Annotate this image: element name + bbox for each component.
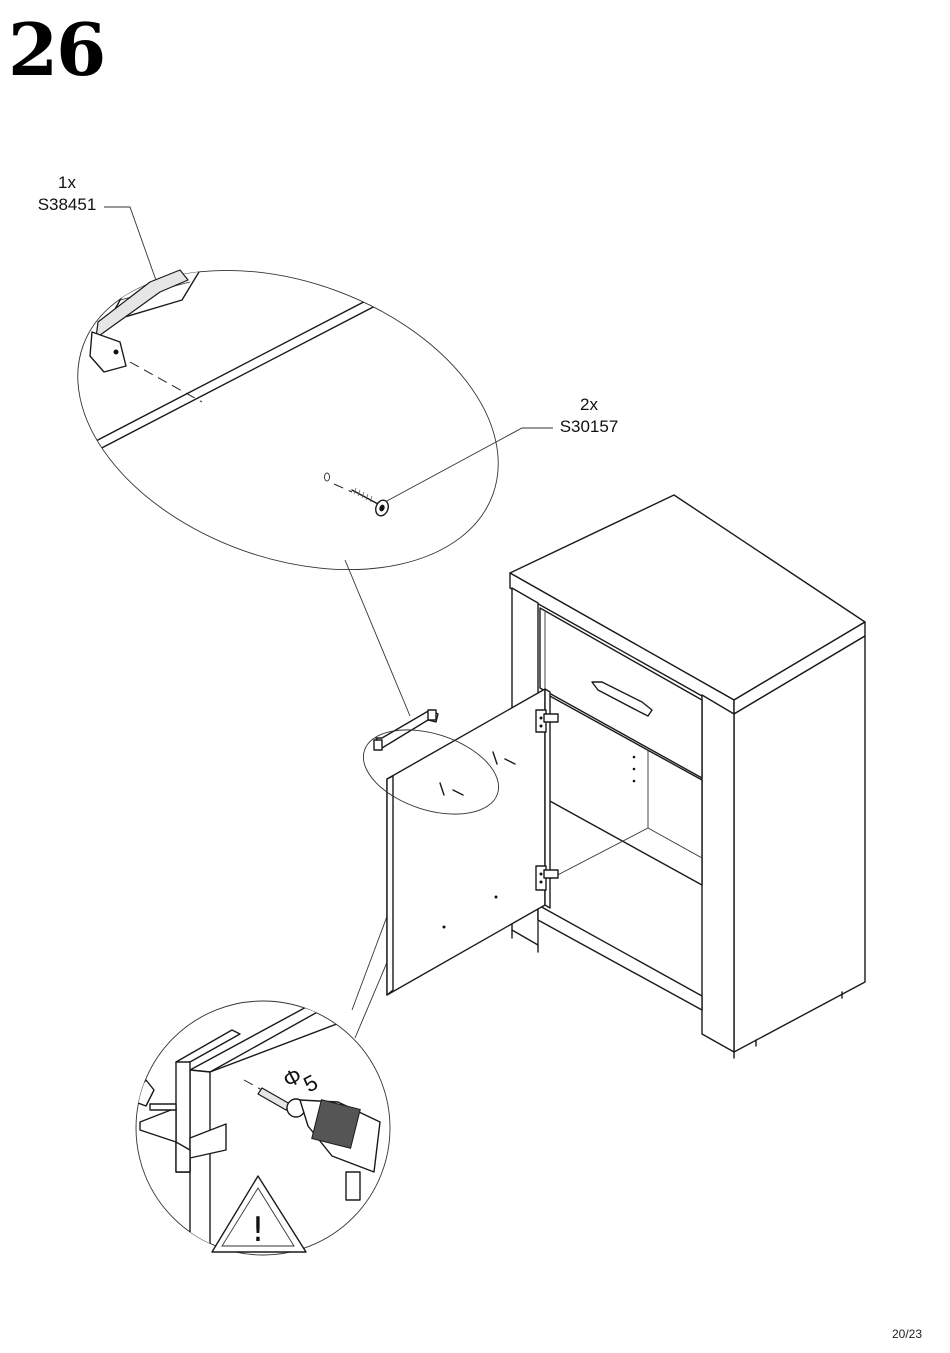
handle-icon xyxy=(90,270,188,372)
page-number: 20/23 xyxy=(892,1327,922,1341)
warning-triangle-icon: ! xyxy=(212,1176,306,1252)
cabinet xyxy=(353,495,865,1058)
detail-zoom-drilling: ! xyxy=(130,1000,400,1270)
detail-zoom-handle xyxy=(36,200,560,624)
drill-icon xyxy=(244,1080,380,1200)
drill-diameter-value: 5 xyxy=(299,1069,322,1097)
screw-icon xyxy=(325,473,391,518)
warning-symbol: ! xyxy=(251,1210,265,1250)
